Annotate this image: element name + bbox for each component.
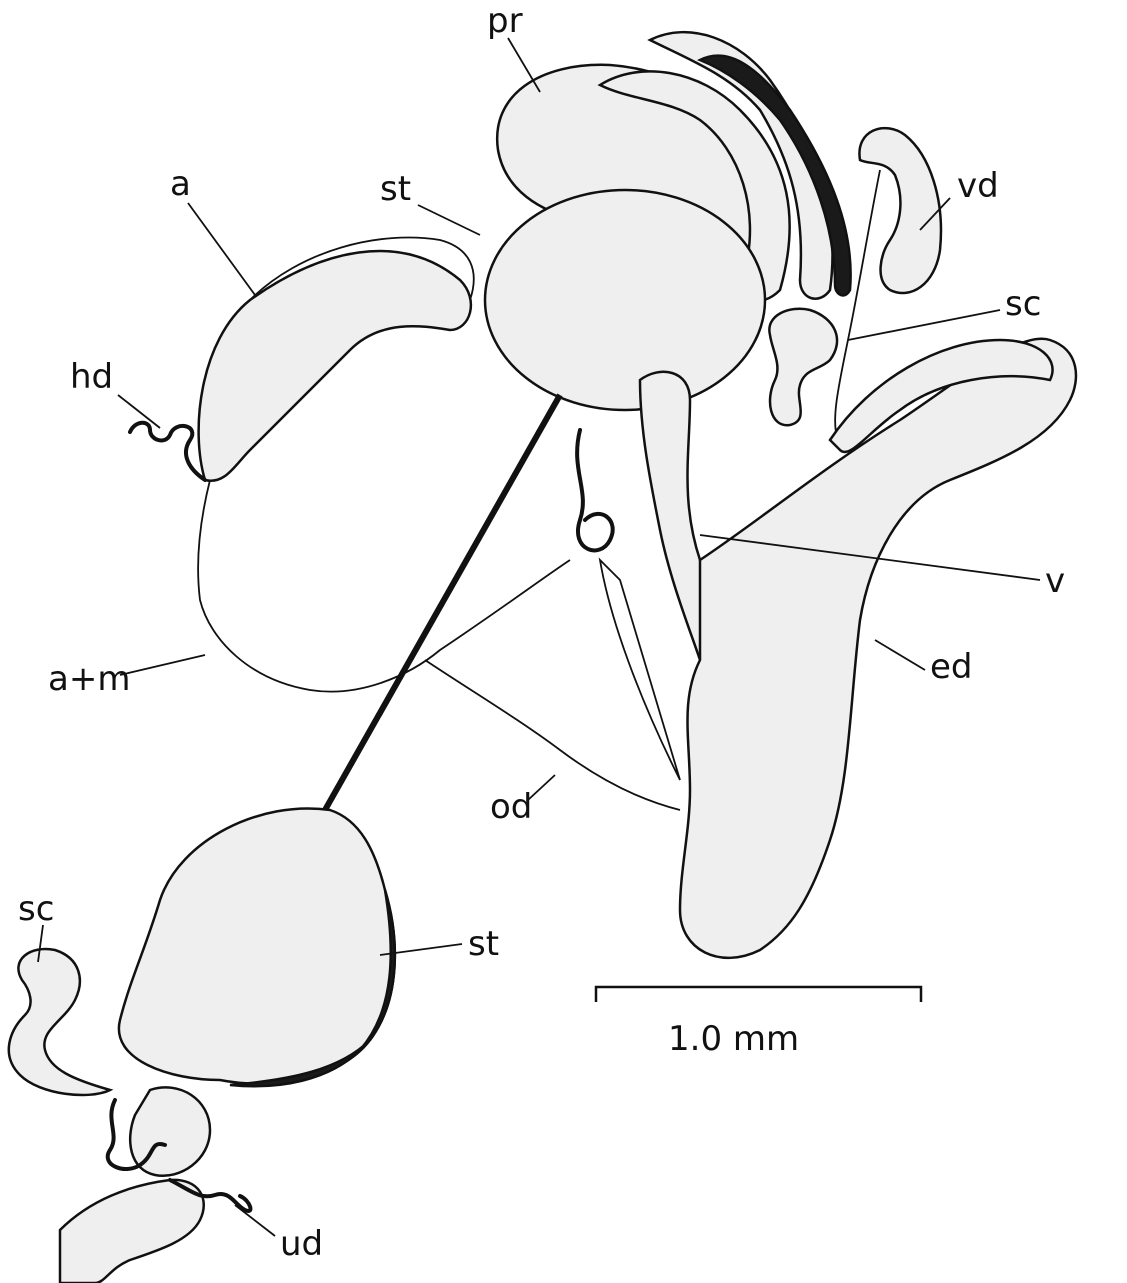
label-vd: vd [957,166,999,206]
epiphallus [680,339,1076,958]
albumen-mucus-gland-outline [198,480,570,692]
stomach-top [485,190,765,410]
label-st-bottom: st [468,924,499,964]
label-ud: ud [280,1224,323,1264]
label-v: v [1045,561,1065,601]
scale-bar-label: 1.0 mm [668,1019,799,1059]
label-st-top: st [380,169,411,209]
stomach-bottom [119,808,395,1086]
label-hd: hd [70,357,113,397]
label-ed: ed [930,647,973,687]
label-sc-top: sc [1005,284,1041,324]
scale-bar: 1.0 mm [596,987,921,1059]
bottom-duct-trunk [60,1087,250,1283]
label-a: a [170,164,191,204]
label-sc-bottom: sc [18,889,54,929]
label-pr: pr [487,1,523,41]
hermaphrodite-duct [130,423,205,480]
coiled-duct-center [577,430,613,550]
label-od: od [490,787,532,827]
spermatheca-bottom [9,949,110,1095]
oviduct-outline [425,660,680,810]
connector-line [325,395,560,810]
label-am: a+m [48,659,130,699]
spermatheca-top [769,309,837,425]
